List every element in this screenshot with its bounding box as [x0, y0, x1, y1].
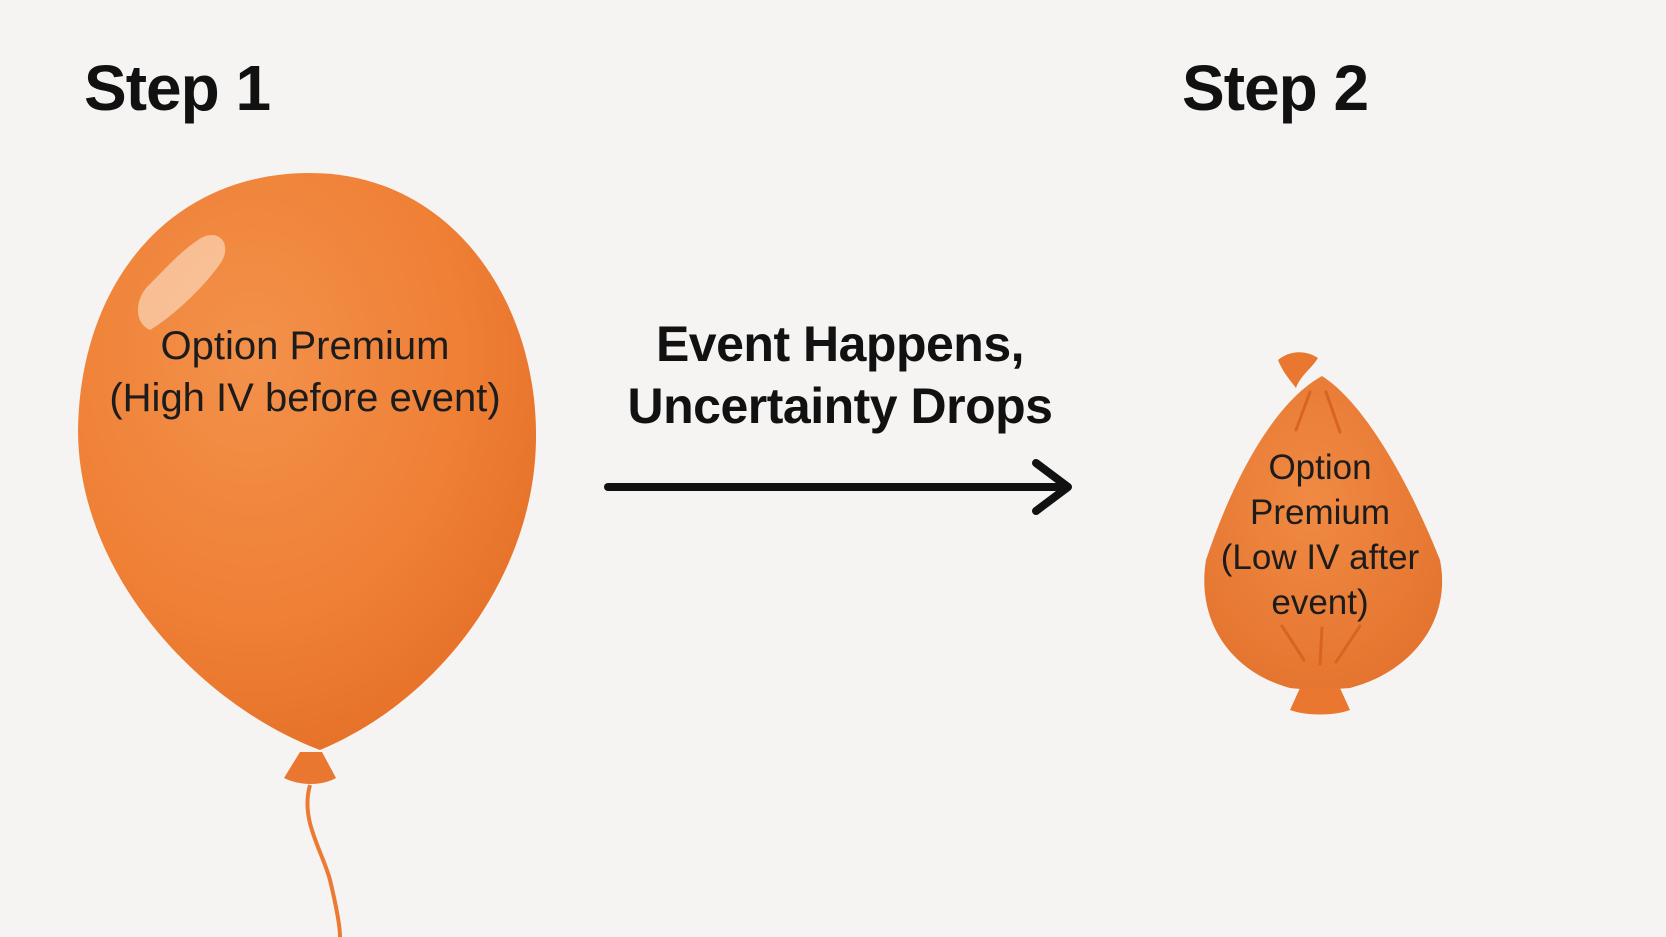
balloon-string [305, 784, 342, 937]
deflated-bottom-knot [1290, 688, 1350, 715]
balloon-body [78, 173, 537, 750]
deflated-wrinkles [1280, 390, 1362, 666]
transition-caption-line2: Uncertainty Drops [627, 378, 1053, 434]
step-1-title: Step 1 [84, 52, 271, 124]
inflated-balloon-label: Option Premium (High IV before event) [90, 320, 520, 424]
transition-caption: Event Happens, Uncertainty Drops [600, 313, 1080, 437]
transition-caption-line1: Event Happens, [655, 316, 1025, 372]
right-arrow-icon [604, 459, 1072, 515]
inflated-balloon-label-line1: Option Premium [160, 324, 450, 368]
deflated-balloon-label-line1: Option [1268, 448, 1372, 487]
deflated-body [1204, 376, 1443, 690]
deflated-top-tie [1278, 352, 1318, 388]
deflated-balloon-label-line4: event) [1271, 583, 1369, 622]
inflated-balloon-label-line2: (High IV before event) [109, 376, 501, 420]
deflated-balloon-label-line3: (Low IV after [1220, 538, 1420, 577]
deflated-balloon-icon [1204, 352, 1443, 715]
deflated-balloon-label: Option Premium (Low IV after event) [1200, 445, 1440, 625]
balloon-highlight [137, 235, 226, 330]
deflated-balloon-label-line2: Premium [1249, 493, 1391, 532]
inflated-balloon-icon [78, 173, 537, 937]
step-2-title: Step 2 [1182, 52, 1369, 124]
balloon-knot [284, 752, 336, 784]
